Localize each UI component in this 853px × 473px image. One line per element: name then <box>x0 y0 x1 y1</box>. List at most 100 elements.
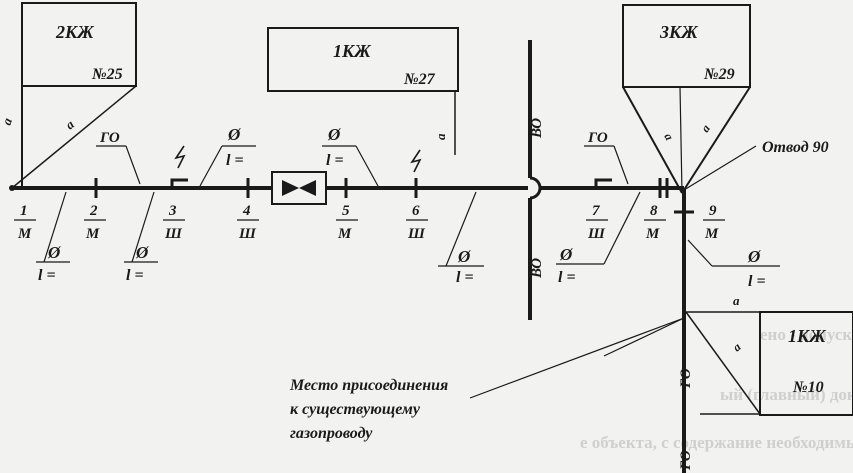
node-label-6: 6 Ш <box>406 203 428 242</box>
node-label-1: 1 М <box>14 203 36 242</box>
vo-label-top: ВО <box>529 118 545 139</box>
connection-text-line-2: к существующему <box>290 401 421 418</box>
node-7-num: 7 <box>592 203 600 219</box>
node-label-9: 9 М <box>703 203 725 242</box>
building-3kzh-hopper-center <box>679 86 683 194</box>
dim-label-lower-1: Ø l = <box>36 191 70 284</box>
tap-node-7 <box>594 178 612 188</box>
building-3kzh-hopper-right <box>681 86 751 194</box>
building-1kzh-10-name: 1КЖ <box>788 326 826 346</box>
node-6-num: 6 <box>412 203 420 219</box>
insulating-joint-icon-node-3 <box>174 145 186 169</box>
dim-label-lower-5: Ø l = <box>687 239 780 290</box>
connection-text-line-3: газопроводу <box>290 425 373 442</box>
valve-triangle-right <box>299 180 316 196</box>
background-text-line-3: е объекта, с содержание необходимые свед… <box>580 433 853 452</box>
node-3-type: Ш <box>164 226 183 242</box>
vo-crossing: ВО ВО <box>528 40 545 320</box>
building-1kzh-10-side-a-2: а <box>730 340 744 355</box>
node-4-num: 4 <box>242 203 251 219</box>
diameter-label-lower-2: Ø <box>135 243 149 262</box>
node-label-7: 7 Ш <box>586 203 608 242</box>
length-label-upper-2: l = <box>326 152 344 169</box>
node-5-type: М <box>337 226 352 242</box>
go-label-1: ГО <box>96 130 141 185</box>
building-1kzh-10-side-a-1: а <box>733 293 740 308</box>
building-1kzh-10-box <box>759 311 853 416</box>
dim-label-upper-1: Ø l = <box>199 125 256 187</box>
node-1-num: 1 <box>20 203 28 219</box>
node-label-5: 5 М <box>336 203 358 242</box>
node-label-2: 2 М <box>84 203 106 242</box>
node-4-type: Ш <box>238 226 257 242</box>
go-label-1-text: ГО <box>99 130 120 146</box>
dim-label-lower-4: Ø l = <box>556 191 641 286</box>
node-9-type: М <box>704 226 719 242</box>
building-3kzh-name: 3КЖ <box>659 22 698 42</box>
node-7-type: Ш <box>587 226 606 242</box>
node-label-4: 4 Ш <box>237 203 259 242</box>
diameter-label-lower-5: Ø <box>747 247 761 266</box>
connection-text-line-1: Место присоединения <box>289 377 448 394</box>
background-text-line-1: ено - допускается принимать (или размеща… <box>760 325 853 344</box>
node-8-num: 8 <box>650 203 658 219</box>
building-3kzh-box <box>622 4 751 88</box>
building-2kzh-side-a-1: а <box>0 115 15 127</box>
building-1kzh-27-name: 1КЖ <box>333 41 371 61</box>
insulating-joint-icon-node-6 <box>410 149 422 173</box>
elbow-90-text: Отвод 90 <box>762 139 829 156</box>
building-2kzh-number: №25 <box>91 66 123 83</box>
node-3-num: 3 <box>168 203 177 219</box>
go-label-riser-1: ГО <box>678 368 694 389</box>
diameter-label-lower-1: Ø <box>47 243 61 262</box>
building-2kzh-side-a-2: а <box>62 116 77 132</box>
tap-node-3 <box>170 178 188 188</box>
building-3kzh-side-a-1: а <box>661 131 676 143</box>
dim-label-upper-2: Ø l = <box>322 125 379 187</box>
building-2kzh-name: 2КЖ <box>55 22 94 42</box>
building-3kzh-side-a-2: а <box>698 122 713 135</box>
diameter-label-upper-2: Ø <box>327 125 341 144</box>
node-5-num: 5 <box>342 203 350 219</box>
diameter-label-upper-1: Ø <box>227 125 241 144</box>
node-1-type: М <box>17 226 32 242</box>
building-2kzh-25: 2КЖ №25 а а <box>0 2 137 189</box>
building-1kzh-10-diagonal <box>685 311 761 415</box>
valve-triangle-left <box>282 180 299 196</box>
go-label-2: ГО <box>584 130 629 185</box>
elbow-90-label: Отвод 90 <box>683 139 829 191</box>
building-1kzh-27-side-a: а <box>433 133 448 140</box>
building-2kzh-gas-line <box>11 85 137 189</box>
go-label-riser-2: ГО <box>678 450 694 471</box>
node-label-3: 3 Ш <box>163 203 185 242</box>
length-label-lower-5: l = <box>748 273 766 290</box>
length-label-upper-1: l = <box>226 152 244 169</box>
building-3kzh-29: 3КЖ №29 а а <box>622 4 751 194</box>
building-1kzh-27: 1КЖ №27 а <box>267 27 459 155</box>
length-label-lower-3: l = <box>456 269 474 286</box>
building-3kzh-hopper-left <box>622 86 683 194</box>
vo-label-bottom: ВО <box>529 258 545 279</box>
building-1kzh-10-number: №10 <box>792 379 824 396</box>
length-label-lower-4: l = <box>558 269 576 286</box>
node-9-num: 9 <box>709 203 717 219</box>
building-1kzh-27-number: №27 <box>403 71 436 88</box>
background-text-line-2: ый (главный) документ, подписанный лицом… <box>720 385 853 404</box>
valve-box <box>271 171 327 205</box>
node-label-8: 8 М <box>644 203 666 242</box>
dim-label-lower-3: Ø l = <box>438 191 484 286</box>
node-2-type: М <box>85 226 100 242</box>
node-8-type: М <box>645 226 660 242</box>
length-label-lower-2: l = <box>126 267 144 284</box>
pipeline-start-node <box>9 185 15 191</box>
gate-valve <box>271 171 327 205</box>
diameter-label-lower-4: Ø <box>559 245 573 264</box>
pipeline-crossing-arc <box>529 176 542 200</box>
diameter-label-lower-3: Ø <box>457 247 471 266</box>
go-label-2-text: ГО <box>587 130 608 146</box>
length-label-lower-1: l = <box>38 267 56 284</box>
building-2kzh-box <box>21 2 137 87</box>
building-1kzh-box <box>267 27 459 92</box>
